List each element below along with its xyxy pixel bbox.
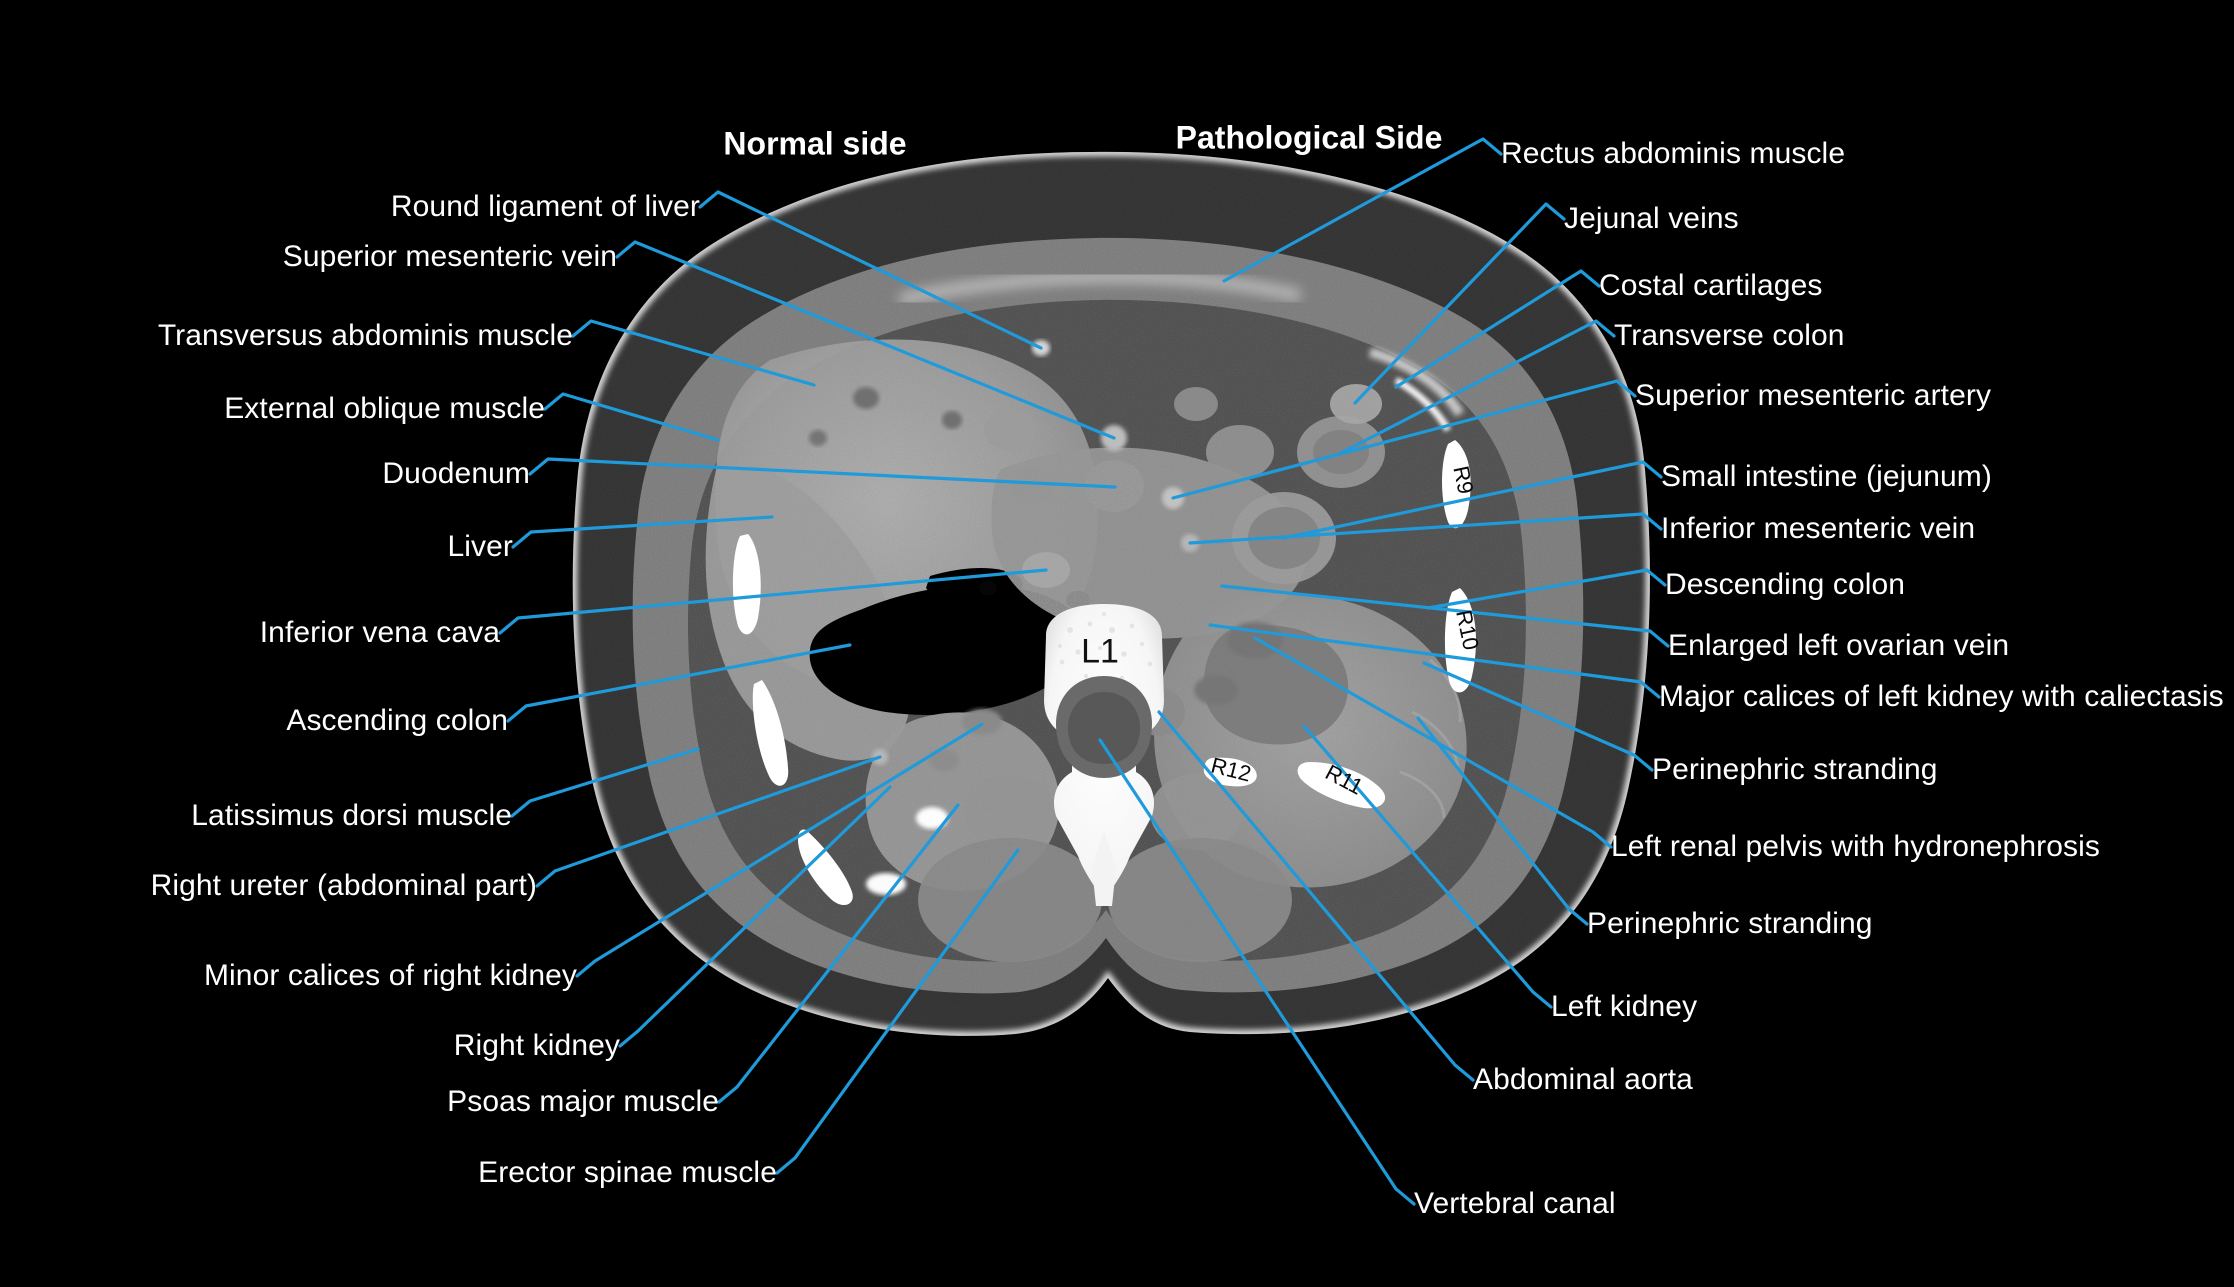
annotation-label-abdominal-aorta: Abdominal aorta [1473,1063,1693,1096]
leader-line-small-intestine-jejunum [1282,460,1663,540]
annotation-label-latissimus-dorsi-muscle: Latissimus dorsi muscle [191,799,512,832]
bone-tag-l1: L1 [1081,632,1119,671]
annotation-label-superior-mesenteric-artery: Superior mesenteric artery [1635,379,1992,412]
leader-lines-left [498,190,1117,1175]
leader-line-psoas-major-muscle [717,803,960,1104]
leader-line-descending-colon [1426,568,1667,610]
leader-line-round-ligament-of-liver [698,190,1043,350]
leader-line-inferior-mesenteric-vein [1188,512,1663,545]
annotation-label-descending-colon: Descending colon [1665,568,1906,601]
leader-line-right-kidney [618,785,892,1048]
annotation-label-minor-calices-of-right-kidney: Minor calices of right kidney [203,959,577,992]
leader-line-abdominal-aorta [1157,710,1475,1082]
leader-line-perinephric-stranding [1416,716,1589,926]
annotation-label-jejunal-veins: Jejunal veins [1564,202,1739,235]
annotation-label-enlarged-left-ovarian-vein: Enlarged left ovarian vein [1668,629,2010,662]
leader-line-right-ureter-abdominal-part [535,755,882,888]
leader-line-left-kidney [1302,724,1553,1009]
annotation-label-perinephric-stranding: Perinephric stranding [1587,907,1873,940]
annotation-label-liver: Liver [447,530,513,563]
leader-line-liver [511,515,774,549]
annotation-label-superior-mesenteric-vein: Superior mesenteric vein [282,240,617,273]
leader-line-transversus-abdominis-muscle [571,319,816,387]
leader-line-perinephric-stranding [1422,661,1654,772]
annotation-label-psoas-major-muscle: Psoas major muscle [447,1085,719,1118]
leader-line-superior-mesenteric-vein [615,240,1116,440]
leader-line-jejunal-veins [1353,202,1566,405]
leader-line-rectus-abdominis-muscle [1222,137,1503,283]
leader-line-external-oblique-muscle [543,392,720,442]
annotation-label-perinephric-stranding: Perinephric stranding [1652,753,1938,786]
annotation-label-transverse-colon: Transverse colon [1614,319,1845,352]
leader-line-costal-cartilages [1394,269,1601,389]
annotation-label-inferior-vena-cava: Inferior vena cava [259,616,500,649]
leader-line-transverse-colon [1339,319,1616,455]
leader-line-duodenum [528,457,1117,489]
annotation-label-vertebral-canal: Vertebral canal [1414,1187,1616,1220]
leader-line-minor-calices-of-right-kidney [575,722,984,978]
annotation-label-round-ligament-of-liver: Round ligament of liver [390,190,700,223]
bone-tag-r11: R11 [1321,759,1368,800]
side-title-normal-side: Normal side [723,125,907,162]
annotation-label-erector-spinae-muscle: Erector spinae muscle [478,1156,777,1189]
annotation-label-right-ureter-abdominal-part: Right ureter (abdominal part) [150,869,537,902]
leader-line-left-renal-pelvis-with-hydronephrosis [1253,636,1613,849]
leader-line-vertebral-canal [1098,738,1416,1206]
leader-line-enlarged-left-ovarian-vein [1220,584,1670,648]
annotation-label-duodenum: Duodenum [382,457,530,490]
annotation-label-small-intestine-jejunum: Small intestine (jejunum) [1661,460,1992,493]
leader-line-ascending-colon [506,643,852,723]
annotation-label-left-kidney: Left kidney [1551,990,1698,1023]
side-title-pathological-side: Pathological Side [1175,119,1443,156]
annotation-label-external-oblique-muscle: External oblique muscle [224,392,545,425]
annotation-label-right-kidney: Right kidney [453,1029,620,1062]
leader-lines-right [1098,137,1670,1206]
annotation-label-major-calices-of-left-kidney-with-caliectasis: Major calices of left kidney with caliec… [1659,680,2224,713]
annotation-label-rectus-abdominis-muscle: Rectus abdominis muscle [1501,137,1846,170]
annotation-label-left-renal-pelvis-with-hydronephrosis: Left renal pelvis with hydronephrosis [1611,830,2100,863]
bone-tag-r10: R10 [1451,607,1484,653]
leader-line-superior-mesenteric-artery [1171,379,1637,500]
annotation-label-inferior-mesenteric-vein: Inferior mesenteric vein [1661,512,1976,545]
bone-tag-r12: R12 [1208,752,1254,787]
leader-line-erector-spinae-muscle [775,848,1020,1175]
leader-line-inferior-vena-cava [498,568,1048,635]
annotation-label-transversus-abdominis-muscle: Transversus abdominis muscle [157,319,573,352]
leader-line-latissimus-dorsi-muscle [510,747,700,818]
bone-tag-r9: R9 [1448,463,1479,497]
leader-line-major-calices-of-left-kidney-with-caliectasis [1208,623,1661,699]
annotation-label-costal-cartilages: Costal cartilages [1599,269,1823,302]
annotation-label-ascending-colon: Ascending colon [286,704,508,737]
